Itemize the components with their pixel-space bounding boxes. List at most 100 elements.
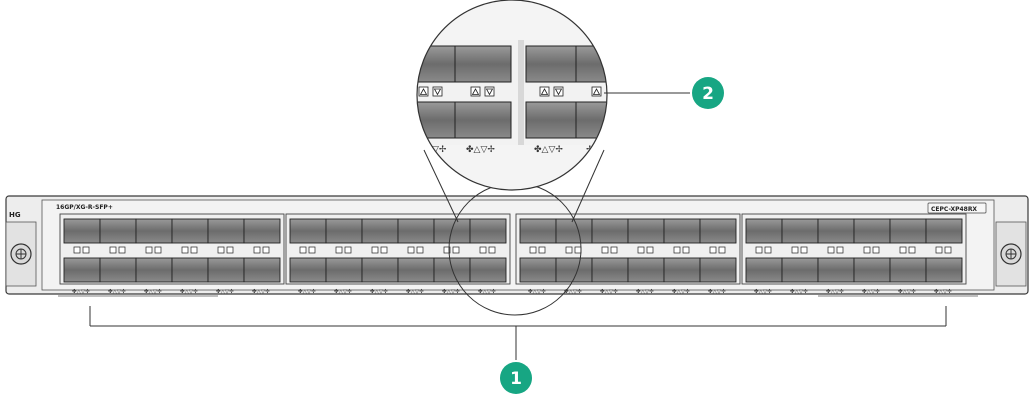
- port-led: [800, 246, 808, 254]
- port-led: [610, 246, 618, 254]
- port-marking: ✤△▽✢: [862, 288, 880, 295]
- zoom-lens-lines: [423, 149, 605, 316]
- sfp-port-bottom: [519, 257, 557, 283]
- sfp-port-bottom: [663, 257, 701, 283]
- sfp-port-top: [397, 218, 435, 244]
- sfp-port-bottom: [361, 257, 399, 283]
- zoom-port: [575, 45, 607, 83]
- port-marking: ✤△▽✢: [252, 288, 270, 295]
- zoom-port: [417, 45, 456, 83]
- sfp-port-bottom: [627, 257, 665, 283]
- port-marking: ✤△▽✢: [898, 288, 916, 295]
- port-led: [217, 246, 225, 254]
- callout-badge-1: 1: [500, 362, 532, 394]
- svg-text:▽✢: ▽✢: [432, 145, 447, 155]
- sfp-port-bottom: [591, 257, 629, 283]
- sfp-port-top: [889, 218, 927, 244]
- port-led: [791, 246, 799, 254]
- port-led: [262, 246, 270, 254]
- sfp-port-top: [433, 218, 471, 244]
- port-led: [529, 246, 537, 254]
- callout-badge-2: 2: [692, 77, 724, 109]
- sfp-port-bottom: [889, 257, 927, 283]
- port-marking: ✤△▽✢: [298, 288, 316, 295]
- port-led: [488, 246, 496, 254]
- port-led: [682, 246, 690, 254]
- sfp-port-bottom: [99, 257, 137, 283]
- port-led: [226, 246, 234, 254]
- port-marking: ✤△▽✢: [790, 288, 808, 295]
- zoom-led-glyphs: [419, 88, 601, 96]
- port-marking: ✤△▽✢: [672, 288, 690, 295]
- port-led: [380, 246, 388, 254]
- port-led: [154, 246, 162, 254]
- sfp-port-top: [745, 218, 783, 244]
- sfp-port-top: [63, 218, 101, 244]
- port-led: [371, 246, 379, 254]
- port-led: [673, 246, 681, 254]
- zoom-port: [525, 45, 577, 83]
- port-marking: ✤△▽✢: [826, 288, 844, 295]
- port-marking: ✤△▽✢: [708, 288, 726, 295]
- left-handle: [5, 221, 37, 287]
- sfp-port-top: [663, 218, 701, 244]
- port-led: [646, 246, 654, 254]
- zoom-port: [575, 101, 607, 139]
- callout-number-1: 1: [510, 369, 522, 389]
- port-led: [538, 246, 546, 254]
- zoom-detail: ▽✢ ✤△▽✢ ✤△▽✢ ✢: [416, 0, 608, 191]
- callout-1-bracket: [89, 306, 947, 360]
- port-led: [908, 246, 916, 254]
- sfp-port-top: [171, 218, 209, 244]
- port-group-1: ✤△▽✢✤△▽✢✤△▽✢✤△▽✢✤△▽✢✤△▽✢: [59, 213, 285, 295]
- sfp-port-top: [699, 218, 737, 244]
- port-group-3: ✤△▽✢ ✤△▽✢ ✤△▽✢ ✤△▽✢ ✤△▽✢ ✤△▽✢: [515, 213, 741, 295]
- sfp-port-top: [135, 218, 173, 244]
- port-led: [709, 246, 717, 254]
- port-groups: ✤△▽✢✤△▽✢✤△▽✢✤△▽✢✤△▽✢✤△▽✢✤△▽✢✤△▽✢✤△▽✢✤△▽✢…: [58, 213, 978, 297]
- sfp-port-bottom: [853, 257, 891, 283]
- port-led: [452, 246, 460, 254]
- sfp-port-bottom: [289, 257, 327, 283]
- port-led: [308, 246, 316, 254]
- port-led: [253, 246, 261, 254]
- sfp-port-top: [781, 218, 819, 244]
- port-group-4: ✤△▽✢✤△▽✢✤△▽✢✤△▽✢✤△▽✢✤△▽✢: [741, 213, 967, 295]
- zoom-port: [454, 101, 512, 139]
- port-led: [416, 246, 424, 254]
- sfp-port-top: [469, 218, 507, 244]
- port-marking: ✤△▽✢: [216, 288, 234, 295]
- port-led: [935, 246, 943, 254]
- port-marking: ✤△▽✢: [334, 288, 352, 295]
- zoom-port: [454, 45, 512, 83]
- sfp-port-bottom: [699, 257, 737, 283]
- sfp-port-top: [289, 218, 327, 244]
- sfp-port-top: [925, 218, 963, 244]
- port-marking: ✤△▽✢: [144, 288, 162, 295]
- port-led: [574, 246, 582, 254]
- sfp-port-top: [361, 218, 399, 244]
- sfp-port-top: [99, 218, 137, 244]
- sfp-port-bottom: [817, 257, 855, 283]
- sfp-port-top: [627, 218, 665, 244]
- port-led: [718, 246, 726, 254]
- port-led: [755, 246, 763, 254]
- port-led: [181, 246, 189, 254]
- port-marking: ✤△▽✢: [600, 288, 618, 295]
- port-led: [565, 246, 573, 254]
- port-marking: ✤△▽✢: [528, 288, 546, 295]
- sfp-port-bottom: [325, 257, 363, 283]
- zoom-port: [417, 101, 456, 139]
- svg-text:✤△▽✢: ✤△▽✢: [466, 145, 495, 155]
- model-label-right-box: CEPC-XP48RX: [927, 202, 987, 214]
- model-label-right: CEPC-XP48RX: [931, 206, 977, 213]
- port-led: [899, 246, 907, 254]
- port-led: [863, 246, 871, 254]
- port-marking: ✤△▽✢: [636, 288, 654, 295]
- sfp-port-bottom: [135, 257, 173, 283]
- sfp-port-bottom: [781, 257, 819, 283]
- right-handle: [995, 221, 1027, 287]
- sfp-port-bottom: [745, 257, 783, 283]
- port-marking: ✤△▽✢: [564, 288, 582, 295]
- port-led: [73, 246, 81, 254]
